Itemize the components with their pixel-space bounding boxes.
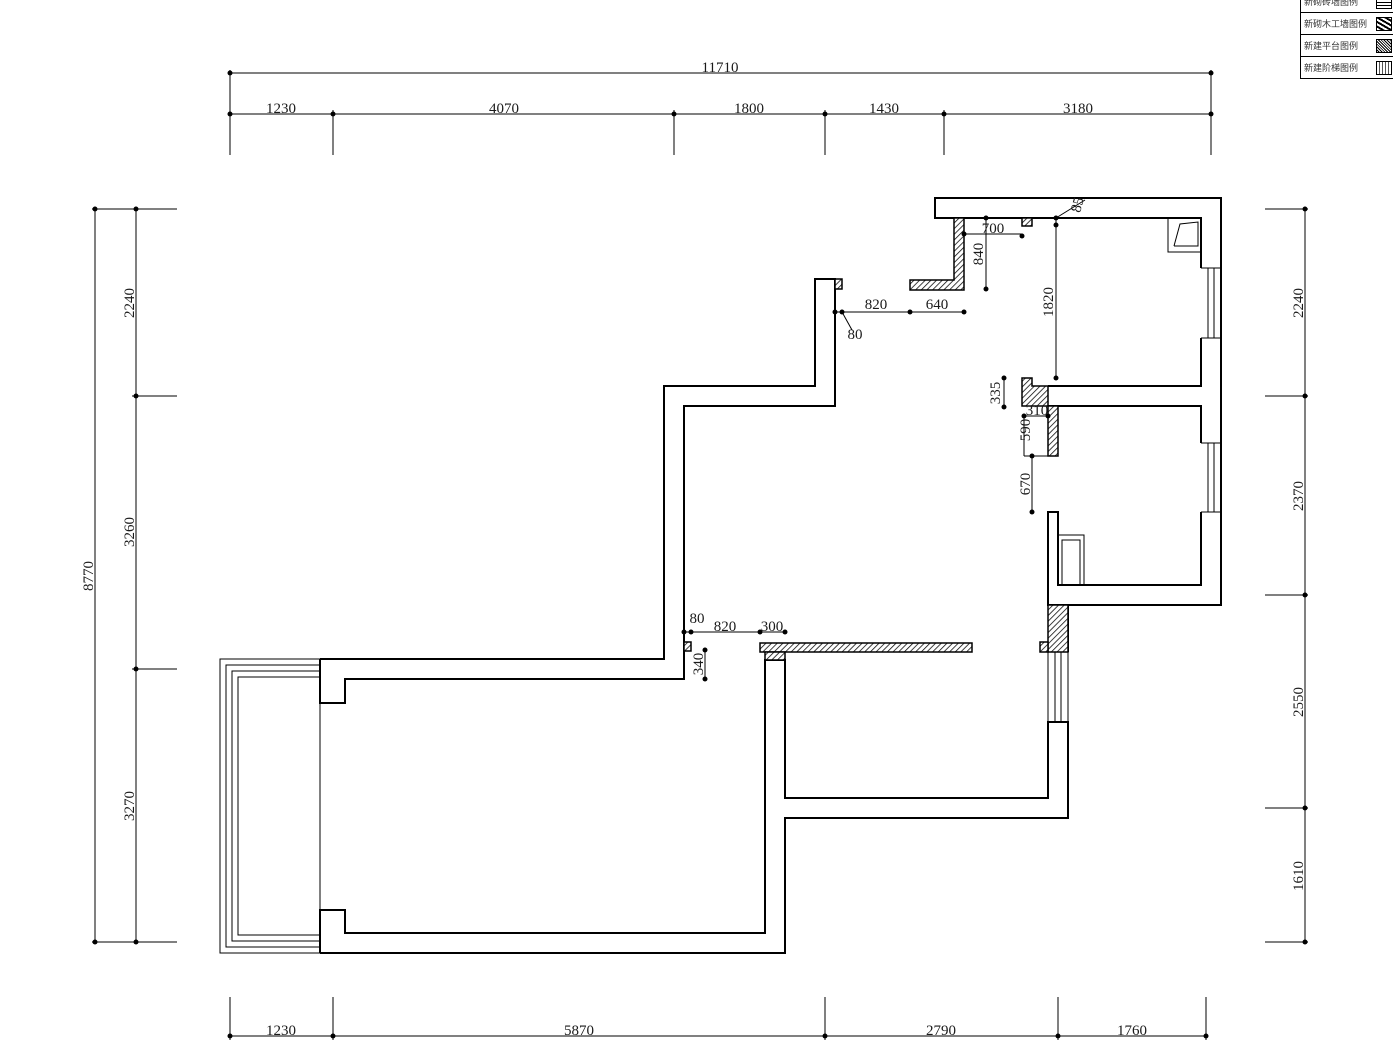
legend-row-brick: 新砌砖墙图例	[1301, 0, 1393, 12]
hatch-pattern-icon	[1376, 38, 1392, 53]
dim-label: 335	[988, 382, 1004, 405]
dim-label: 840	[971, 243, 987, 266]
dim-label: 8770	[81, 561, 97, 591]
dim-label: 3180	[1063, 101, 1093, 117]
dim-label: 700	[982, 221, 1005, 237]
dim-label: 1230	[266, 101, 296, 117]
dim-label: 85	[1068, 196, 1087, 215]
dim-label: 4070	[489, 101, 519, 117]
legend-label: 新建平台图例	[1304, 41, 1359, 51]
dim-label: 1610	[1291, 861, 1307, 891]
dim-label: 2240	[122, 288, 138, 318]
dim-label: 2550	[1291, 687, 1307, 717]
dim-label: 2240	[1291, 288, 1307, 318]
new-walls	[683, 217, 1069, 661]
bottom-dimensions: 1230 5870 2790 1760	[227, 997, 1209, 1040]
dim-label: 5870	[564, 1023, 594, 1039]
dim-label: 820	[714, 619, 737, 635]
legend-label: 新砌砖墙图例	[1304, 0, 1359, 7]
stair-pattern-icon	[1376, 60, 1392, 75]
right-dimensions: 2240 2370 2550 1610	[1265, 206, 1308, 945]
dim-label: 1800	[734, 101, 764, 117]
legend-table: 新砌砖墙图例 新砌木工墙图例 新建平台图例 新建阶梯图例	[1300, 0, 1393, 79]
fixture-icon	[1167, 217, 1202, 253]
dim-label: 3260	[122, 517, 138, 547]
dim-label: 3270	[122, 791, 138, 821]
dim-label: 1760	[1117, 1023, 1147, 1039]
dim-label: 2790	[926, 1023, 956, 1039]
dim-label: 820	[865, 297, 888, 313]
fixture-icon	[1057, 534, 1085, 586]
dim-label: 310	[1026, 403, 1049, 419]
wood-pattern-icon	[1376, 16, 1392, 31]
left-dimensions: 8770 2240 3260 3270	[81, 206, 177, 945]
dim-label: 640	[926, 297, 949, 313]
dim-label: 1230	[266, 1023, 296, 1039]
dim-label: 670	[1018, 473, 1034, 496]
interior-dimensions: 700 840 85 1820 820 640 80 335 310 590 6…	[681, 196, 1088, 682]
dim-label: 1820	[1041, 287, 1057, 317]
dim-label: 80	[690, 611, 705, 627]
dim-label: 2370	[1291, 481, 1307, 511]
legend-label: 新砌木工墙图例	[1304, 19, 1368, 29]
dim-label: 300	[761, 619, 784, 635]
top-dimensions: 11710 1230 4070 1800 1430 3180	[227, 60, 1214, 155]
brick-pattern-icon	[1376, 0, 1392, 9]
legend-row-platform: 新建平台图例	[1301, 34, 1393, 56]
legend-row-stair: 新建阶梯图例	[1301, 56, 1393, 78]
walls	[219, 197, 1222, 954]
dim-label: 1430	[869, 101, 899, 117]
legend-label: 新建阶梯图例	[1304, 63, 1359, 73]
dim-label: 80	[848, 327, 863, 343]
dim-label: 340	[691, 653, 707, 676]
dim-label: 11710	[702, 60, 739, 76]
dim-label: 590	[1018, 419, 1034, 442]
legend-row-wood: 新砌木工墙图例	[1301, 12, 1393, 34]
